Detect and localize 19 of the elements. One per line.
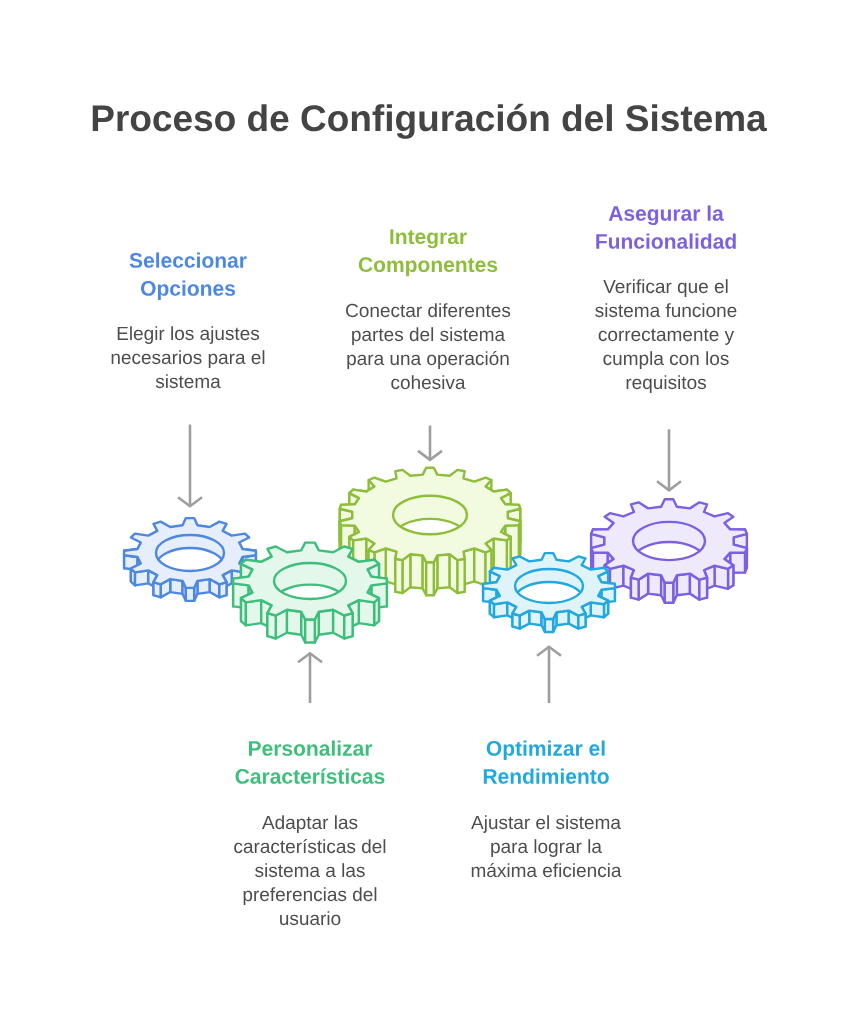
step-heading: Seleccionar Opciones: [129, 252, 247, 300]
step-description: Ajustar el sistema para lograr la máxima eficiencia: [471, 815, 622, 878]
arrow: [656, 429, 682, 492]
step-description: Conectar diferentes partes del sistema para una operación cohesiva: [346, 303, 511, 390]
arrow: [177, 424, 203, 508]
step-heading: Integrar Componentes: [358, 229, 498, 277]
step-description: Verificar que el sistema funcione correctamente y cumpla con los requisitos: [595, 279, 737, 393]
step-heading: Optimizar el Rendimiento: [483, 740, 609, 784]
arrow: [417, 425, 443, 462]
gear: [481, 551, 617, 634]
arrow: [536, 645, 562, 704]
step-heading: Asegurar la Funcionalidad: [596, 205, 736, 249]
arrow: [297, 651, 323, 704]
step-description: Adaptar las características del sistema a las preferencias del usuario: [234, 815, 386, 926]
step-description: Elegir los ajustes necesarios para el sistema: [111, 326, 265, 389]
step-heading: Personalizar Características: [235, 740, 385, 784]
title: Proceso de Configuración del Sistema: [92, 103, 767, 139]
gear: [589, 498, 749, 605]
gear: [231, 541, 389, 644]
